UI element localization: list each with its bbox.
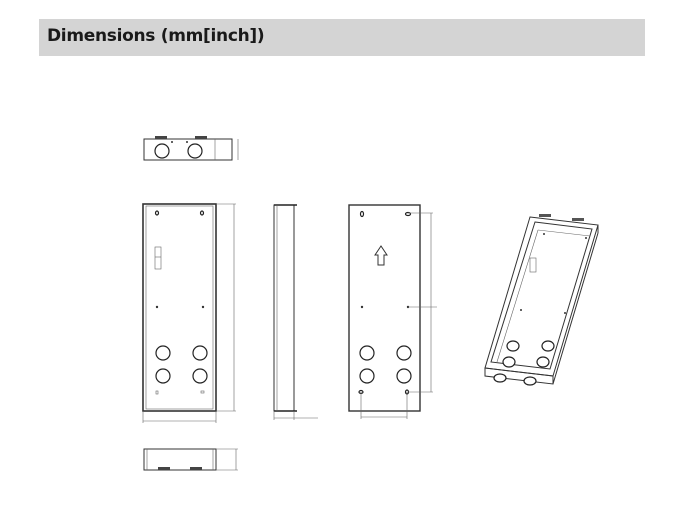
top-view <box>143 136 239 161</box>
side-view <box>273 204 318 420</box>
front-view <box>142 203 236 423</box>
section-header: Dimensions (mm[inch]) <box>39 19 645 56</box>
isometric-view <box>484 214 599 386</box>
bottom-view <box>143 448 238 471</box>
section-title: Dimensions (mm[inch]) <box>47 26 265 46</box>
back-view <box>348 204 437 419</box>
